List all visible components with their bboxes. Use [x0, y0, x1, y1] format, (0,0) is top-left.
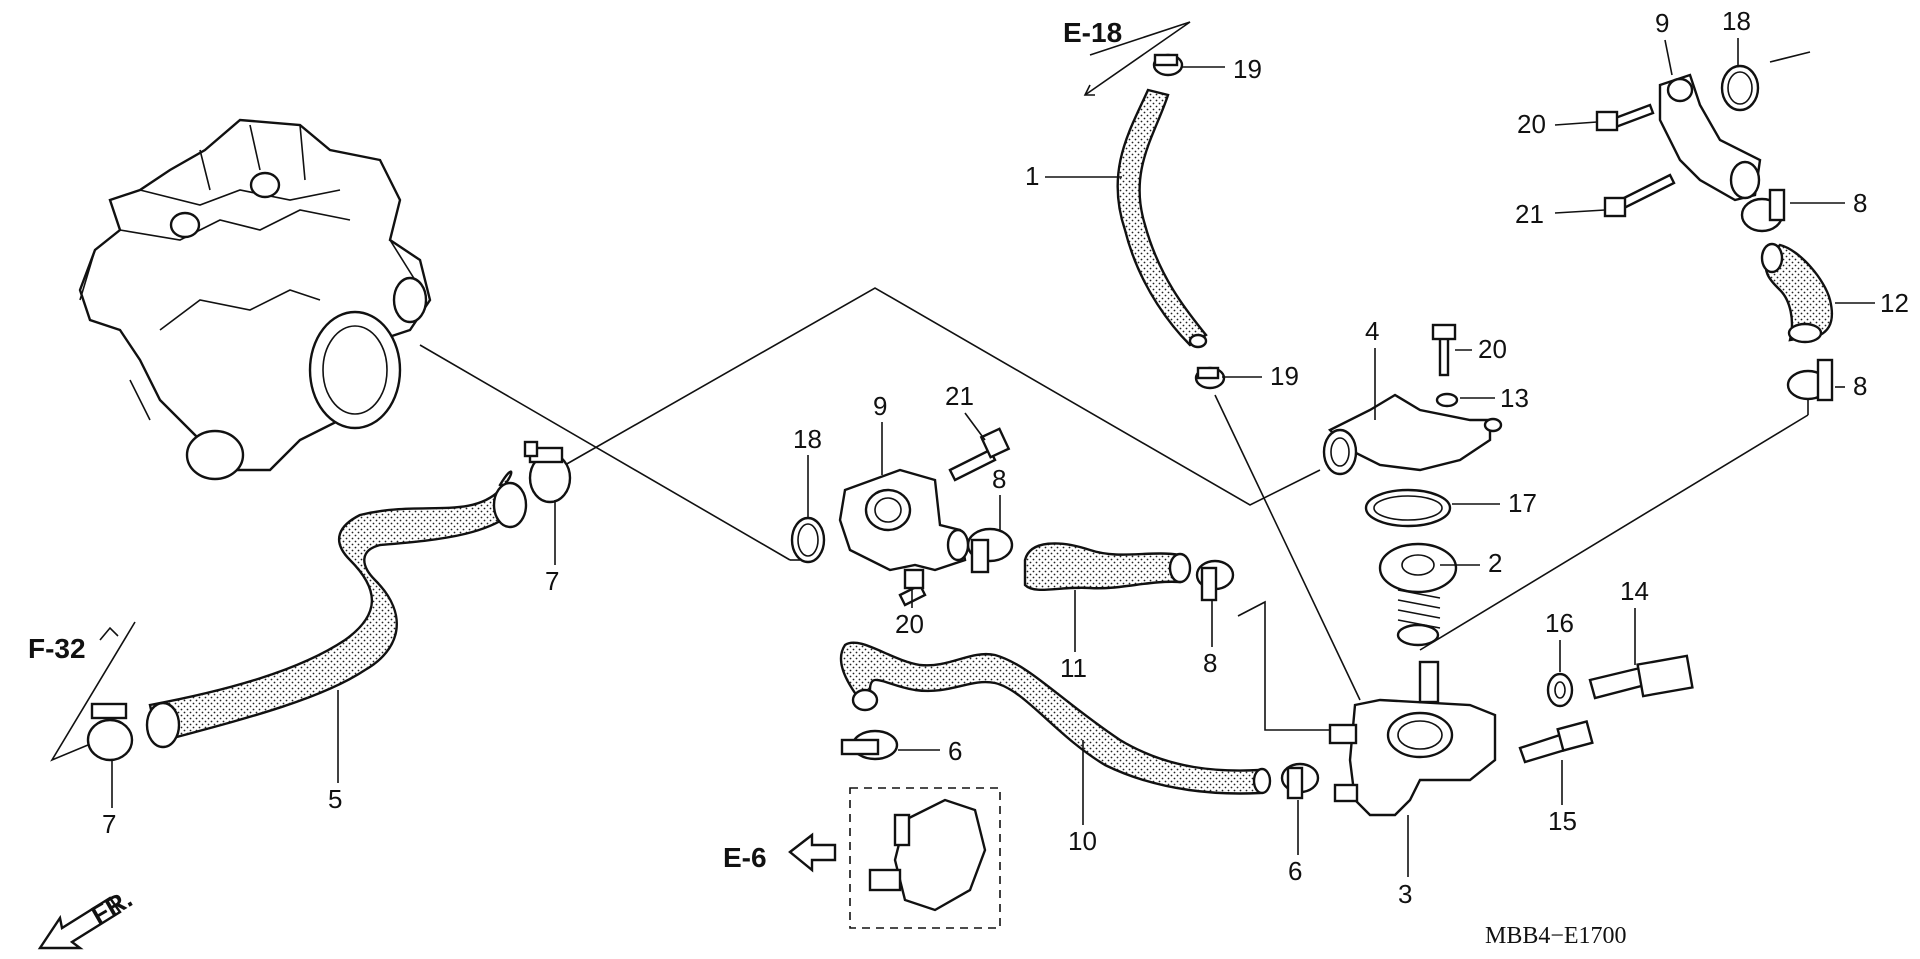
label-part-8d: 8 — [1853, 371, 1867, 401]
label-part-5: 5 — [328, 784, 342, 814]
label-part-20a: 20 — [895, 609, 924, 639]
clamp-8-right — [1195, 559, 1235, 602]
label-part-11: 11 — [1060, 653, 1087, 683]
bolt-20-cover — [1431, 323, 1457, 377]
engine-block-illustration — [78, 118, 432, 481]
label-part-7a: 7 — [545, 566, 559, 596]
label-part-14: 14 — [1620, 576, 1649, 606]
label-part-20c: 20 — [1478, 334, 1507, 364]
label-part-21b: 21 — [1515, 199, 1544, 229]
label-part-6b: 6 — [1288, 856, 1302, 886]
f32-arrow — [99, 626, 119, 641]
washer-16 — [1546, 672, 1574, 708]
ref-e6: E-6 — [723, 842, 767, 873]
label-part-8c: 8 — [1853, 188, 1867, 218]
clamp-19-top — [1152, 53, 1184, 77]
label-part-7b: 7 — [102, 809, 116, 839]
diagram-code: MBB4−E1700 — [1485, 923, 1627, 949]
label-part-8b: 8 — [1203, 648, 1217, 678]
thermostat-2 — [1378, 542, 1458, 647]
clamp-8-top-right — [1740, 188, 1786, 233]
thermostat-housing-3 — [1328, 660, 1497, 817]
label-part-4: 4 — [1365, 316, 1379, 346]
washer-13 — [1435, 392, 1459, 408]
label-part-18a: 18 — [793, 424, 822, 454]
clamp-6-left — [840, 729, 899, 761]
hose-12 — [1760, 242, 1834, 344]
bolt-20-top-right — [1595, 103, 1655, 132]
label-part-21a: 21 — [945, 381, 974, 411]
clamp-6-right — [1280, 762, 1320, 800]
bolt-21-top-right — [1603, 173, 1676, 218]
label-part-20b: 20 — [1517, 109, 1546, 139]
water-joint-9-top-right — [1658, 73, 1762, 202]
label-part-18b: 18 — [1722, 6, 1751, 36]
clamp-7-lower — [86, 702, 134, 762]
label-part-9a: 9 — [873, 391, 887, 421]
clamp-8-lower-right — [1786, 358, 1834, 402]
label-part-1: 1 — [1025, 161, 1039, 191]
label-part-9b: 9 — [1655, 8, 1669, 38]
clamp-7-upper — [523, 440, 572, 504]
ref-e18: E-18 — [1063, 17, 1122, 48]
water-pump-reference — [788, 787, 1001, 929]
label-part-17: 17 — [1508, 488, 1537, 518]
label-part-2: 2 — [1488, 548, 1502, 578]
clamp-8-center — [966, 527, 1014, 574]
label-part-13: 13 — [1500, 383, 1529, 413]
label-part-8a: 8 — [992, 464, 1006, 494]
sensor-14 — [1588, 654, 1694, 700]
clamp-19-mid — [1194, 366, 1226, 390]
thermostat-cover-4 — [1322, 393, 1503, 476]
e18-arrow — [1083, 84, 1095, 96]
hose-10 — [839, 641, 1272, 795]
hose-5 — [145, 470, 528, 749]
front-arrow — [37, 896, 122, 950]
label-part-15: 15 — [1548, 806, 1577, 836]
label-part-10: 10 — [1068, 826, 1097, 856]
label-part-19b: 19 — [1270, 361, 1299, 391]
label-part-6a: 6 — [948, 736, 962, 766]
label-part-19a: 19 — [1233, 54, 1262, 84]
water-joint-9-center — [838, 468, 970, 572]
sensor-15 — [1518, 720, 1594, 764]
bolt-21-center — [948, 427, 1011, 482]
part-labels: 1 2 3 4 5 6 6 7 7 8 8 8 8 9 9 10 11 12 — [102, 6, 1909, 909]
hose-11 — [1023, 542, 1192, 591]
label-part-12: 12 — [1880, 288, 1909, 318]
hose-1 — [1116, 88, 1208, 349]
ref-f32: F-32 — [28, 633, 86, 664]
label-part-3: 3 — [1398, 879, 1412, 909]
label-part-16: 16 — [1545, 608, 1574, 638]
